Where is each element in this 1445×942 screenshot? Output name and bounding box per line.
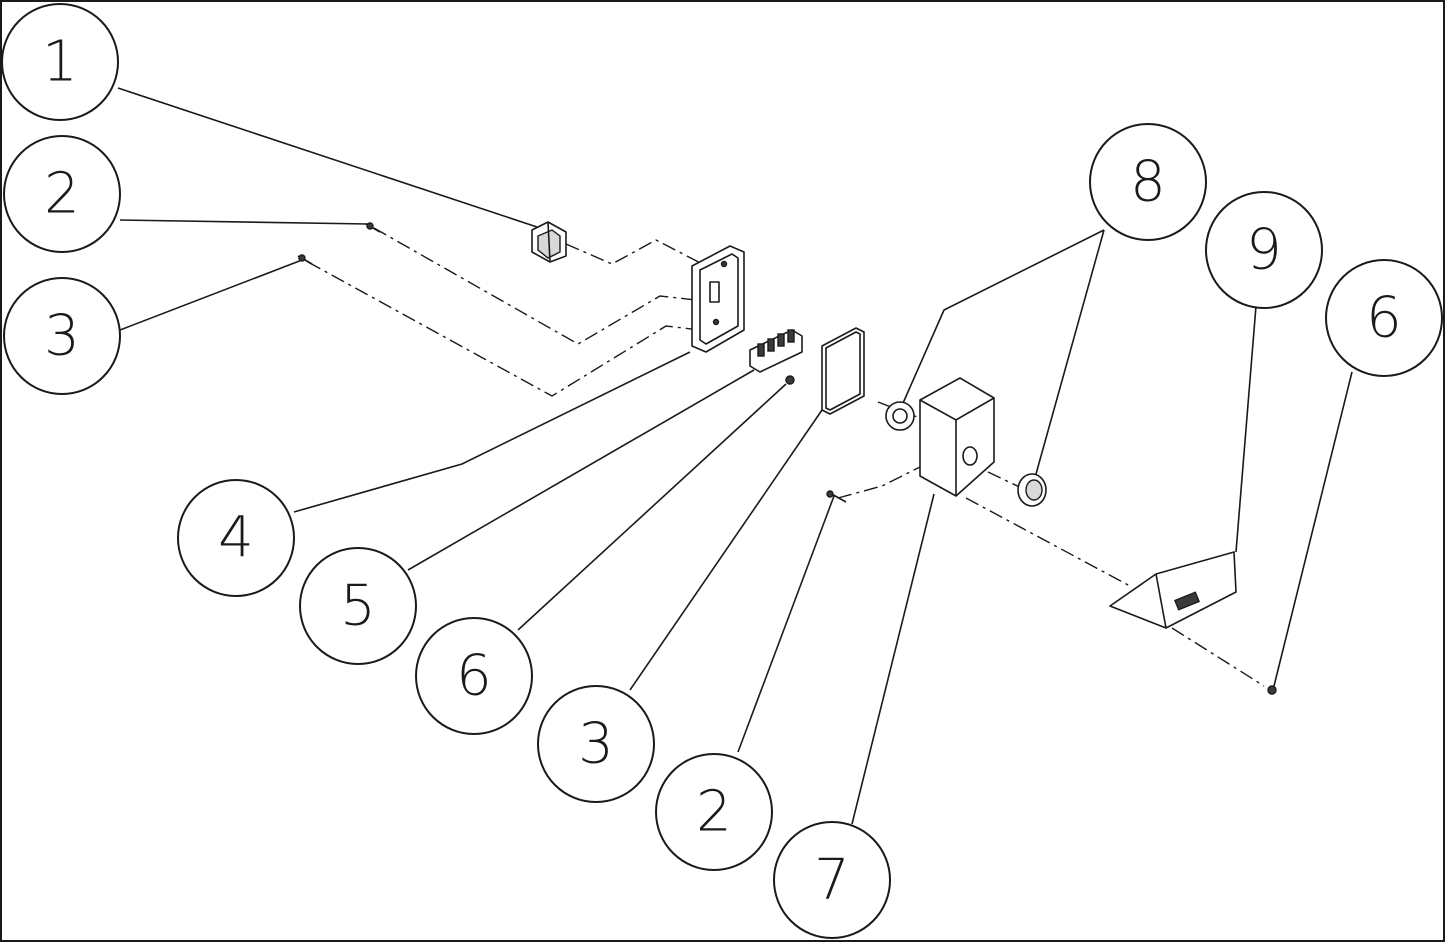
part-screw-mid (826, 490, 847, 503)
balloon-8: 8 (1089, 123, 1207, 241)
svg-text:8: 8 (1130, 150, 1166, 215)
balloon-4: 4 (177, 479, 295, 597)
svg-text:3: 3 (578, 712, 614, 777)
balloon-6-mid: 6 (415, 617, 533, 735)
centerline-screw-box (837, 465, 923, 499)
balloon-9: 9 (1205, 191, 1323, 309)
part-cover-plate (691, 245, 745, 353)
leader-3-top (119, 259, 303, 331)
balloon-7: 7 (773, 821, 891, 939)
leader-5 (407, 369, 755, 571)
part-lock-nut (885, 401, 915, 431)
leader-9 (1235, 305, 1257, 553)
balloon-3-mid: 3 (537, 685, 655, 803)
centerline-nut (1171, 627, 1265, 687)
centerline-screw-top (373, 227, 697, 345)
balloon-6-right: 6 (1325, 259, 1443, 377)
centerline-bracket (965, 497, 1131, 587)
svg-text:9: 9 (1246, 218, 1282, 283)
balloon-2-top: 2 (3, 135, 121, 253)
svg-text:6: 6 (456, 644, 492, 709)
part-terminal-block (749, 329, 803, 373)
balloon-2-mid: 2 (655, 753, 773, 871)
svg-text:4: 4 (218, 506, 254, 571)
leader-6-mid (517, 383, 787, 631)
leader-4 (293, 351, 691, 513)
part-nut-right (1267, 685, 1277, 695)
svg-text:6: 6 (1366, 286, 1402, 351)
centerline-switch (565, 239, 711, 269)
leader-1 (117, 87, 541, 229)
leader-8a (899, 229, 1105, 411)
svg-text:2: 2 (44, 162, 80, 227)
part-screw-top (365, 222, 381, 233)
leader-6-right (1273, 371, 1353, 687)
assembly-centerlines (307, 227, 1265, 687)
part-plug (1017, 473, 1047, 507)
leader-lines (117, 87, 1353, 825)
leader-2-top (119, 219, 369, 225)
leader-7 (851, 493, 935, 825)
leader-8b (1035, 229, 1105, 475)
svg-text:3: 3 (44, 304, 80, 369)
leader-2-mid (737, 495, 835, 753)
balloon-5: 5 (299, 547, 417, 665)
svg-text:2: 2 (696, 780, 732, 845)
part-enclosure-box (919, 377, 995, 497)
svg-text:7: 7 (814, 848, 850, 913)
svg-text:5: 5 (340, 574, 376, 639)
balloon-1: 1 (1, 3, 119, 121)
part-switch (531, 221, 567, 263)
part-gasket (821, 327, 865, 415)
svg-text:1: 1 (42, 30, 78, 95)
balloon-3-top: 3 (3, 277, 121, 395)
part-screw-lower (297, 254, 313, 265)
centerline-screw-lower (307, 261, 701, 397)
part-bracket (1109, 551, 1237, 629)
part-nut-mid (785, 375, 795, 385)
leader-3-mid (629, 409, 823, 691)
